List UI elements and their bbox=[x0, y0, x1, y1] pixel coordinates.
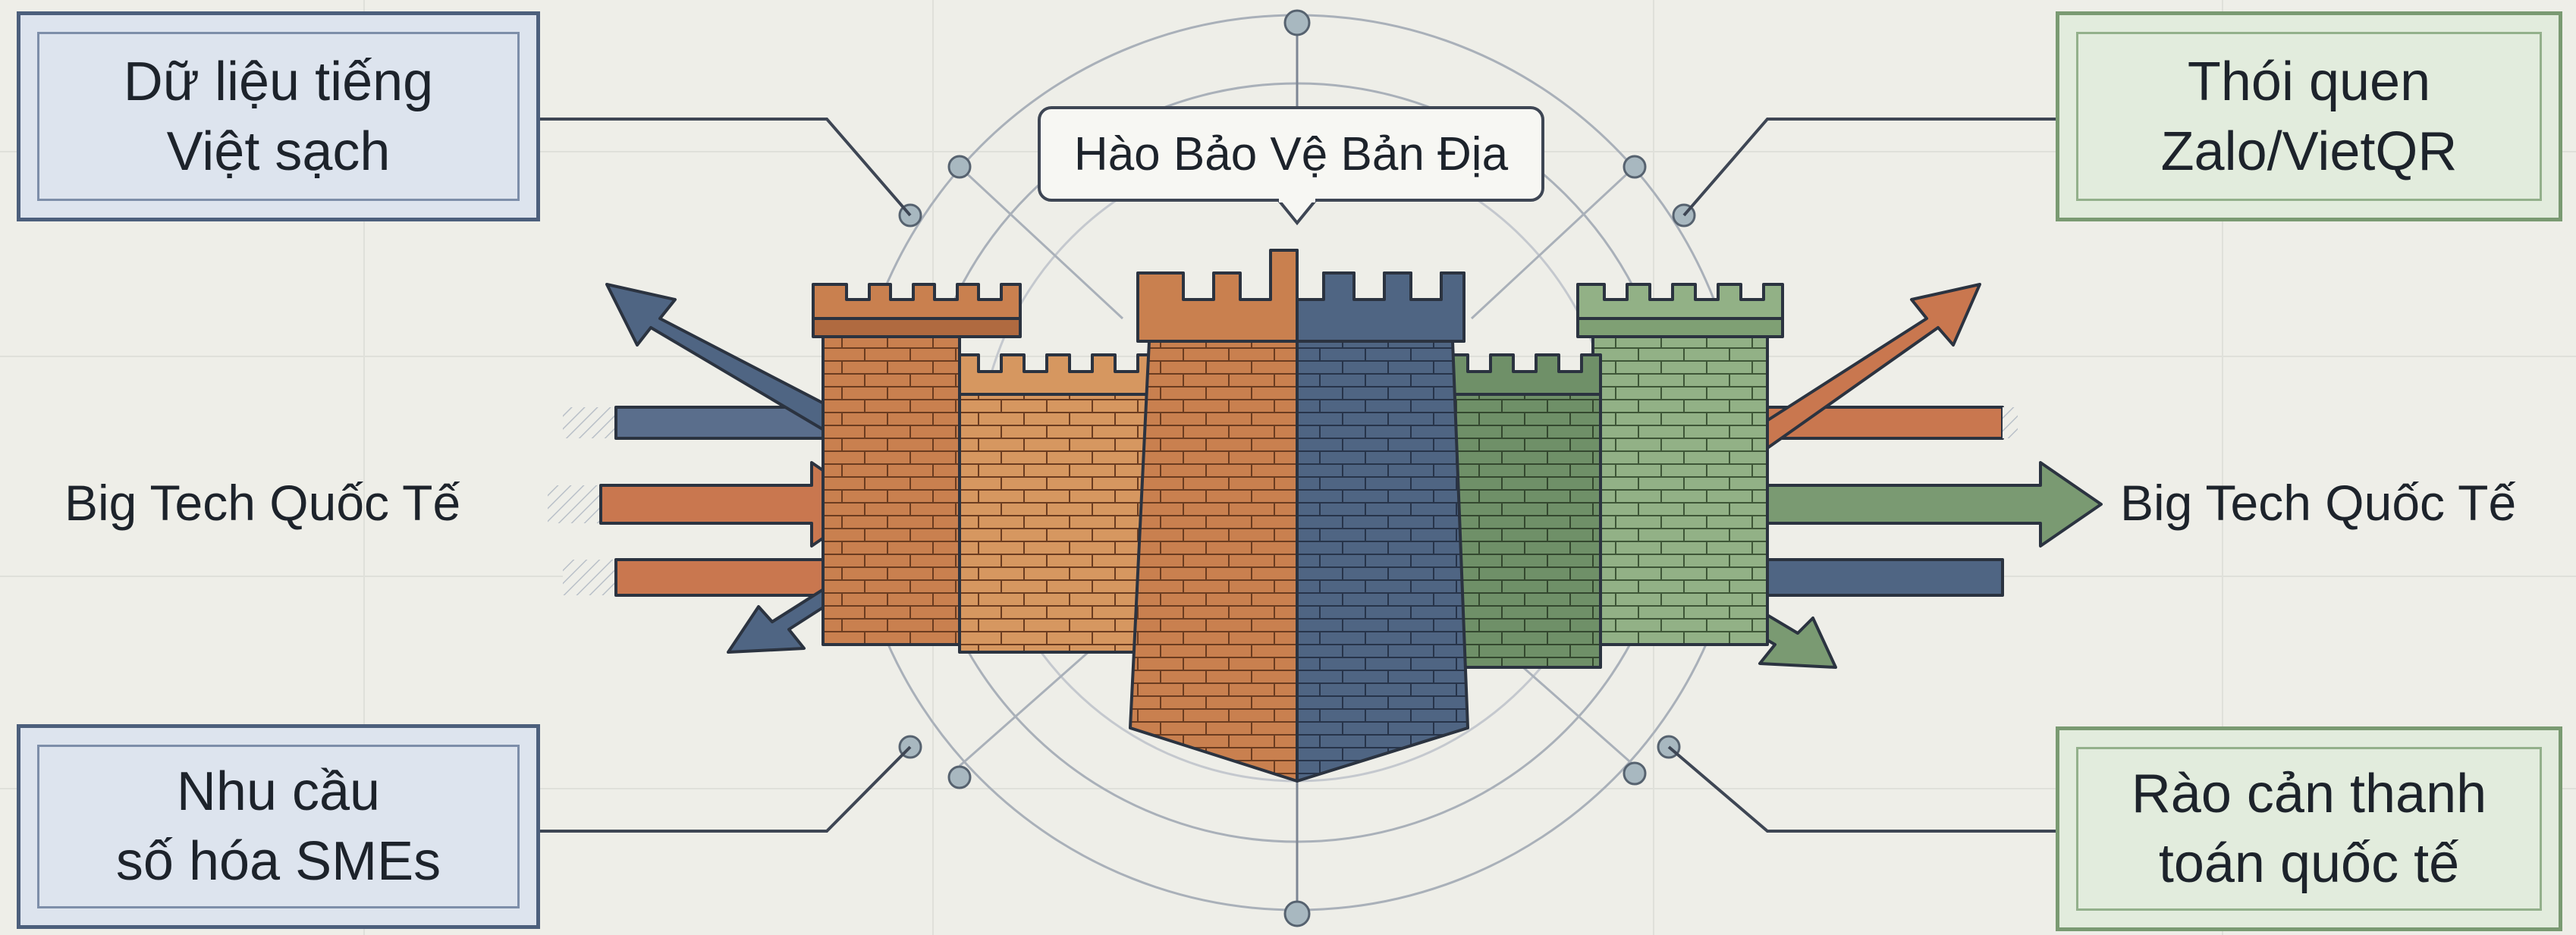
card-line-1: Dữ liệu tiếng bbox=[123, 51, 434, 112]
card-connectors bbox=[540, 118, 2056, 833]
card-inner-border bbox=[2076, 747, 2542, 911]
big-tech-label-left: Big Tech Quốc Tế bbox=[64, 475, 461, 531]
callout-pointer bbox=[1275, 199, 1319, 226]
card-sme-digitization-demand: Nhu cầu số hóa SMEs bbox=[17, 724, 540, 929]
card-zalo-vietqr-habit: Thói quen Zalo/VietQR bbox=[2056, 11, 2562, 221]
ring-nodes bbox=[898, 9, 1696, 927]
card-clean-vietnamese-data: Dữ liệu tiếng Việt sạch bbox=[17, 11, 540, 221]
left-arrows bbox=[548, 283, 1003, 654]
card-inner-border bbox=[2076, 32, 2542, 201]
card-line-2: số hóa SMEs bbox=[115, 831, 441, 892]
card-line-1: Thói quen bbox=[2187, 51, 2431, 112]
card-inner-border bbox=[37, 32, 520, 201]
card-international-payment-barrier: Rào cản thanh toán quốc tế bbox=[2056, 726, 2562, 931]
card-line-1: Nhu cầu bbox=[176, 761, 381, 822]
moat-title: Hào Bảo Vệ Bản Địa bbox=[1073, 127, 1509, 180]
moat-title-callout: Hào Bảo Vệ Bản Địa bbox=[1038, 106, 1544, 202]
card-inner-border bbox=[37, 745, 520, 908]
card-line-2: toán quốc tế bbox=[2158, 833, 2460, 894]
big-tech-label-right: Big Tech Quốc Tế bbox=[2120, 475, 2517, 531]
card-line-2: Zalo/VietQR bbox=[2160, 121, 2458, 182]
card-line-2: Việt sạch bbox=[166, 121, 391, 182]
castle bbox=[812, 249, 1784, 783]
card-line-1: Rào cản thanh bbox=[2131, 764, 2487, 824]
